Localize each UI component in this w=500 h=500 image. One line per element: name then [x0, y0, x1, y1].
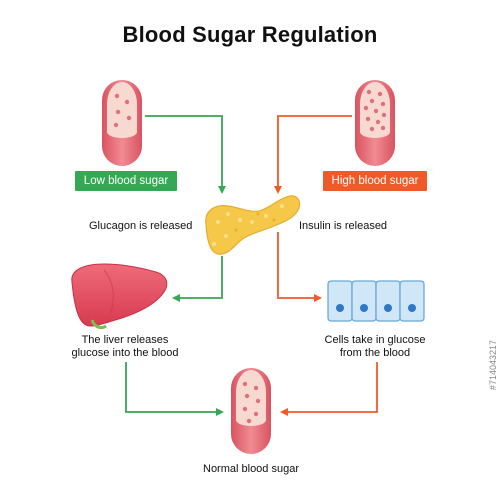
glucagon-label: Glucagon is released [89, 220, 193, 232]
cells-icon [327, 280, 425, 322]
arrow-low-to-pancreas [145, 115, 226, 194]
cells-caption-line-2: from the blood [339, 347, 411, 359]
pancreas-icon [205, 195, 301, 255]
normal-blood-sugar-vessel-icon [231, 368, 271, 454]
arrow-pancreas-to-liver [172, 256, 223, 302]
cells-caption: Cells take in glucose from the blood [310, 334, 440, 360]
high-blood-sugar-badge: High blood sugar [323, 171, 427, 191]
liver-caption-line-1: The liver releases [81, 334, 169, 346]
high-blood-sugar-vessel-icon [355, 80, 395, 166]
arrow-liver-to-normal [125, 362, 224, 416]
stock-id: #714043217 [488, 340, 498, 391]
arrow-high-to-pancreas [274, 115, 352, 194]
low-blood-sugar-vessel-icon [102, 80, 142, 166]
cells-caption-line-1: Cells take in glucose [324, 334, 426, 346]
arrow-cells-to-normal [280, 362, 378, 416]
liver-caption-line-2: glucose into the blood [71, 347, 179, 359]
normal-blood-sugar-label: Normal blood sugar [203, 463, 299, 475]
liver-caption: The liver releases glucose into the bloo… [60, 334, 190, 360]
insulin-label: Insulin is released [299, 220, 388, 232]
low-blood-sugar-badge: Low blood sugar [75, 171, 177, 191]
page-title: Blood Sugar Regulation [122, 22, 378, 47]
arrow-pancreas-to-cells [277, 232, 322, 302]
liver-icon [71, 263, 168, 330]
